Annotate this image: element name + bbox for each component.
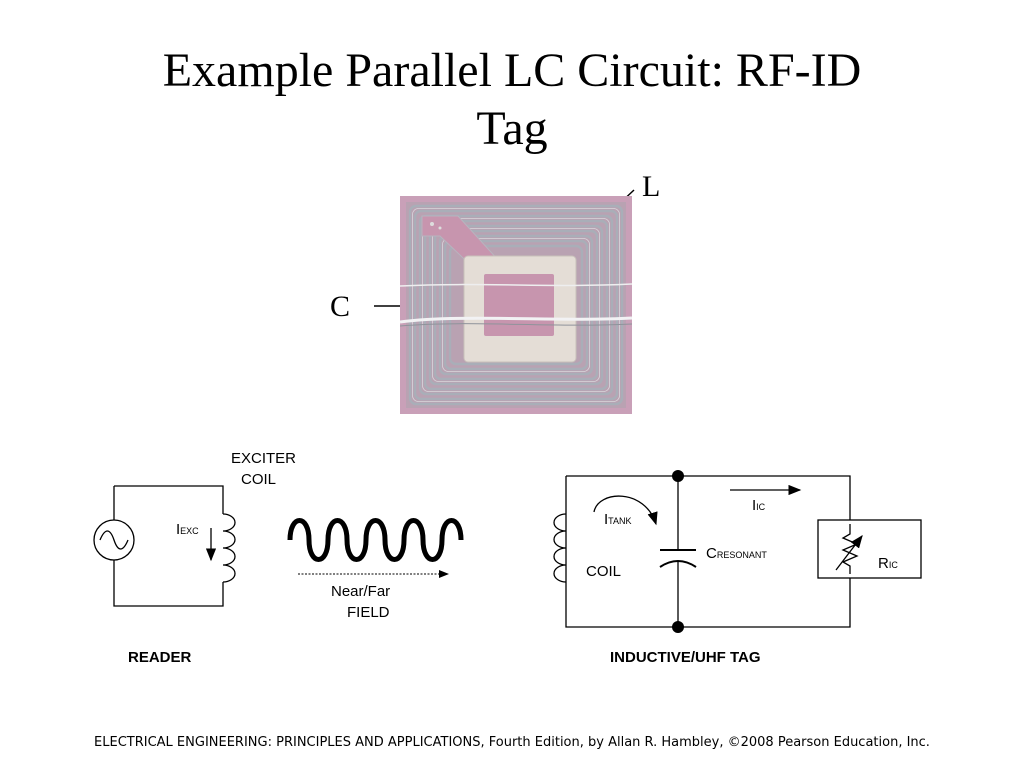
exciter-current-label: IEXC (176, 521, 199, 538)
ic-current-label: IIC (752, 497, 766, 514)
field-label-line2: FIELD (347, 604, 390, 621)
copyright-footer: ELECTRICAL ENGINEERING: PRINCIPLES AND A… (94, 735, 930, 750)
tank-current-label: ITANK (604, 511, 632, 528)
inductor-label: L (642, 170, 661, 203)
capacitor-label: C (330, 290, 351, 323)
tag-coil-label: COIL (586, 563, 621, 580)
exciter-coil-label-line2: COIL (241, 471, 276, 488)
exciter-coil-icon (222, 513, 236, 583)
tag-circuit (553, 475, 922, 628)
exciter-coil-label-line1: EXCITER (231, 450, 296, 467)
tank-current-arrow (593, 495, 658, 526)
variable-resistor-icon (841, 524, 859, 574)
capacitor-bottom-plate (659, 560, 697, 568)
near-far-wave (287, 518, 464, 562)
field-label-line1: Near/Far (331, 583, 390, 600)
tag-caption: INDUCTIVE/UHF TAG (610, 649, 761, 666)
rfid-tag-photo (400, 196, 632, 414)
reader-circuit (93, 485, 236, 607)
tag-coil-icon (553, 513, 567, 583)
top-node-dot (672, 470, 684, 482)
ic-box (817, 519, 922, 579)
slide-title: Example Parallel LC Circuit: RF-ID Tag (0, 42, 1024, 158)
ic-resistor-label: RIC (878, 555, 898, 572)
rfid-circuit-diagram: EXCITER COIL IEXC Near/Far FIELD READER … (93, 450, 922, 666)
bottom-node-dot (672, 621, 684, 633)
capacitor-resonant-label: CRESONANT (706, 545, 767, 562)
slide-title-line2: Tag (476, 102, 548, 155)
reader-caption: READER (128, 649, 192, 666)
slide-title-line1: Example Parallel LC Circuit: RF-ID (162, 44, 862, 97)
